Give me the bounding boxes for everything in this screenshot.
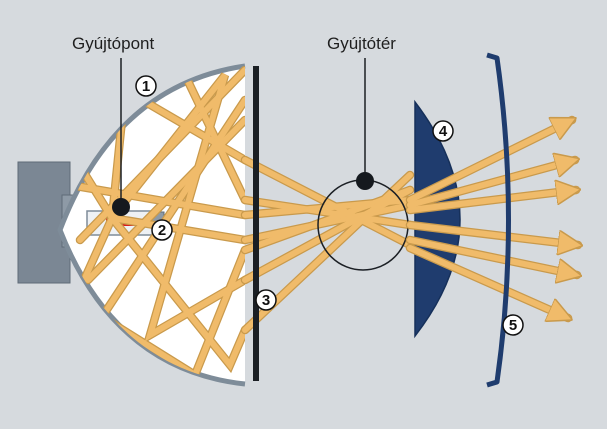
focal-zone-label: Gyújtótér xyxy=(327,34,396,53)
callout-2: 2 xyxy=(151,219,173,241)
focal-point-dot xyxy=(112,198,130,216)
callout-5: 5 xyxy=(502,314,524,336)
callout-4: 4 xyxy=(432,120,454,142)
callout-1: 1 xyxy=(135,75,157,97)
callout-3-number: 3 xyxy=(262,292,270,309)
focal-zone-dot xyxy=(356,172,374,190)
callout-5-number: 5 xyxy=(509,317,517,334)
outgoing-rays xyxy=(405,115,578,323)
callout-4-number: 4 xyxy=(439,123,448,140)
callout-3: 3 xyxy=(255,289,277,311)
callout-2-number: 2 xyxy=(158,222,166,239)
focal-point-label: Gyújtópont xyxy=(72,34,154,53)
callout-1-number: 1 xyxy=(142,78,150,95)
cover-glass xyxy=(486,52,511,388)
